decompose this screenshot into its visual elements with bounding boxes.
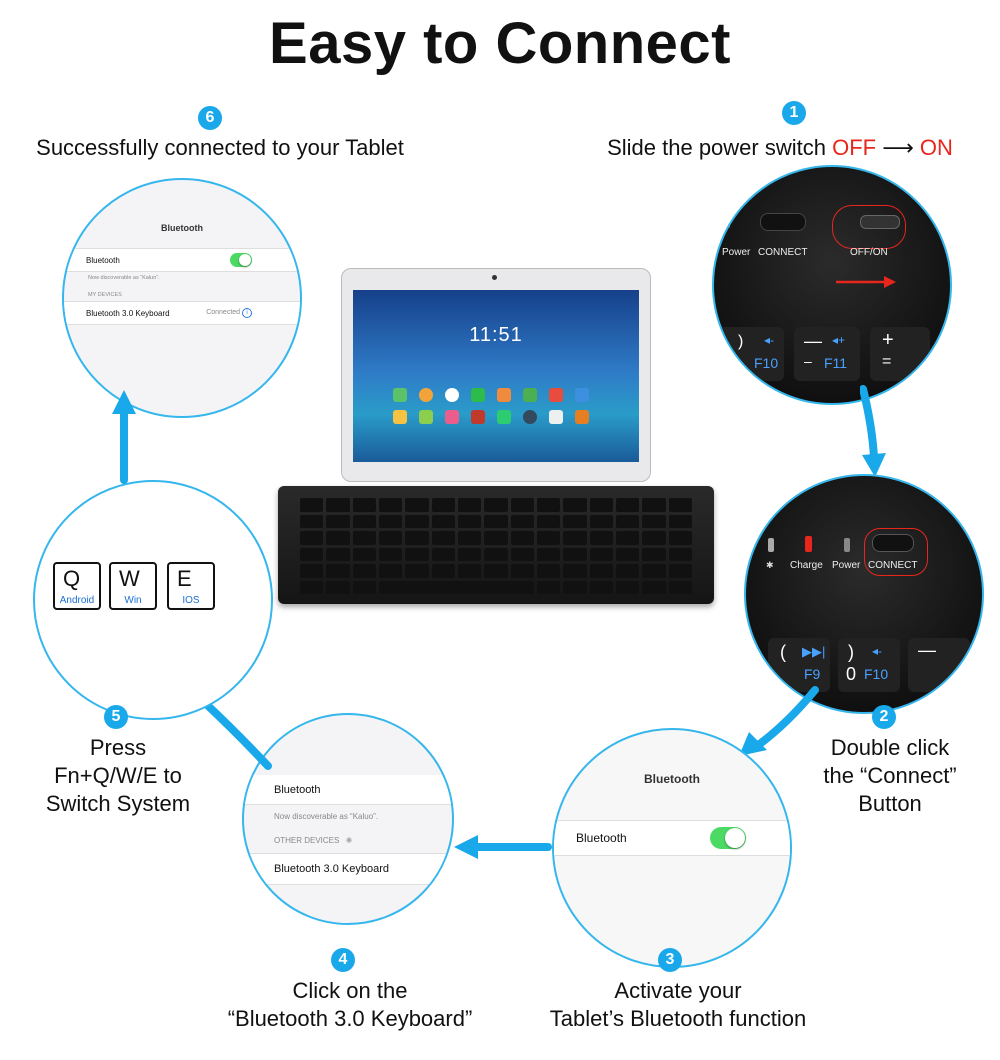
step-4-badge: 4 <box>331 948 355 972</box>
device-name: Bluetooth 3.0 Keyboard <box>86 308 170 318</box>
win-label: Win <box>124 595 142 606</box>
e-key-label: E <box>177 566 192 591</box>
bluetooth-label-3: Bluetooth <box>576 831 627 845</box>
step-1-badge: 1 <box>782 101 806 125</box>
bluetooth-label-4: Bluetooth <box>274 783 321 796</box>
step-2-line-1: Double click <box>830 735 950 760</box>
other-devices-header: OTHER DEVICES ✺ <box>274 836 352 845</box>
other-devices-label: OTHER DEVICES <box>274 836 340 845</box>
step-5-line-1: Press <box>89 735 147 760</box>
step-4-line-2: “Bluetooth 3.0 Keyboard” <box>227 1006 473 1031</box>
step-2-badge: 2 <box>872 705 896 729</box>
step-6-badge: 6 <box>198 106 222 130</box>
power-switch-circle: Power CONNECT OFF/ON ) ◂- , F10 — ◂+ – F… <box>712 165 952 405</box>
q-key: Q Android <box>53 562 101 610</box>
bluetooth-toggle-row-3[interactable]: Bluetooth <box>554 820 790 856</box>
e-key: E IOS <box>167 562 215 610</box>
discoverable-note-4: Now discoverable as “Kaluo”. <box>274 812 379 821</box>
step-5-badge: 5 <box>104 705 128 729</box>
f10-label-2: F10 <box>864 666 889 682</box>
step-2-line-2: the “Connect” <box>823 763 957 788</box>
info-icon[interactable]: i <box>242 308 252 318</box>
minus-key: — <box>908 638 970 692</box>
android-label: Android <box>59 595 95 606</box>
step-1-caption: Slide the power switch OFF ⟶ ON <box>580 134 980 162</box>
keyboard-device-name: Bluetooth 3.0 Keyboard <box>274 863 389 875</box>
step-4-line-1: Click on the <box>292 978 408 1003</box>
up-arrow-icon <box>112 390 136 484</box>
step-2-caption: Double click the “Connect” Button <box>790 734 990 818</box>
page-title: Easy to Connect <box>269 11 731 76</box>
bluetooth-header-3: Bluetooth <box>644 772 700 786</box>
system-switch-circle: Q Android W Win E IOS <box>33 480 273 720</box>
step-5-line-2: Fn+Q/W/E to <box>54 763 182 788</box>
step-3-line-1: Activate your <box>614 978 742 1003</box>
discoverable-note: Now discoverable as “Kaluo”. <box>88 275 160 281</box>
keyboard-device-row[interactable]: Bluetooth 3.0 Keyboard <box>244 853 452 885</box>
f11-key: — ◂+ – F11 <box>794 327 860 381</box>
connect-button-circle: ✱ Charge Power CONNECT ( ▶▶| F9 ) ◂- 0 F… <box>744 474 984 714</box>
step-2-line-3: Button <box>858 791 922 816</box>
app-grid <box>393 388 601 450</box>
plus-key: + = <box>870 327 930 381</box>
step-6-caption: Successfully connected to your Tablet <box>36 135 404 160</box>
on-label: ON <box>919 135 953 160</box>
step-3-caption: Activate your Tablet’s Bluetooth functio… <box>500 977 856 1033</box>
connect-label: CONNECT <box>758 247 808 258</box>
ios-label: IOS <box>182 595 200 606</box>
bluetooth-row-4[interactable]: Bluetooth <box>244 775 452 805</box>
f10-key: ) ◂- , F10 <box>718 327 784 381</box>
connect-label-2: CONNECT <box>868 560 918 571</box>
camera-icon <box>492 275 497 280</box>
power-label: Power <box>722 247 751 258</box>
step-3-line-2: Tablet’s Bluetooth function <box>549 1006 807 1031</box>
bluetooth-enable-circle: Bluetooth Bluetooth <box>552 728 792 968</box>
f9-label: F9 <box>804 666 821 682</box>
step-1-text: Slide the power switch <box>607 135 826 160</box>
bluetooth-label: Bluetooth <box>86 255 120 265</box>
diagonal-arrow-icon <box>739 686 819 756</box>
f10-key-2: ) ◂- 0 F10 <box>838 638 900 692</box>
select-keyboard-circle: Bluetooth Now discoverable as “Kaluo”. O… <box>242 713 454 925</box>
off-label: OFF <box>832 135 877 160</box>
power-label-2: Power <box>832 560 861 571</box>
q-key-label: Q <box>63 566 81 591</box>
f9-key: ( ▶▶| F9 <box>768 638 830 692</box>
zero-label: 0 <box>846 664 857 684</box>
f11-label: F11 <box>824 355 848 371</box>
w-key-label: W <box>119 566 140 591</box>
f10-label: F10 <box>754 355 779 371</box>
connected-status: Connected <box>206 309 241 316</box>
right-arrow-icon: ⟶ <box>882 135 914 160</box>
loading-spinner-icon: ✺ <box>345 836 353 845</box>
slide-arrow-icon <box>836 276 896 288</box>
step-5-caption: Press Fn+Q/W/E to Switch System <box>18 734 218 818</box>
tablet-clock: 11:51 <box>469 324 523 346</box>
tablet-screen: 11:51 <box>353 290 639 462</box>
w-key: W Win <box>109 562 157 610</box>
bluetooth-toggle[interactable] <box>230 253 252 267</box>
tablet-device: 11:51 <box>341 268 651 482</box>
bluetooth-toggle-3[interactable] <box>710 827 746 849</box>
bluetooth-header: Bluetooth <box>161 223 203 233</box>
down-arrow-icon <box>860 385 886 477</box>
my-devices-header: MY DEVICES <box>88 292 122 298</box>
step-4-caption: Click on the “Bluetooth 3.0 Keyboard” <box>190 977 510 1033</box>
off-on-label: OFF/ON <box>850 247 888 258</box>
step-3-badge: 3 <box>658 948 682 972</box>
connected-screen-circle: Bluetooth Bluetooth Now discoverable as … <box>62 178 302 418</box>
step-5-line-3: Switch System <box>45 791 191 816</box>
bluetooth-keyboard <box>278 486 714 604</box>
charge-label: Charge <box>790 560 823 571</box>
bluetooth-toggle-row[interactable]: Bluetooth <box>64 248 300 272</box>
left-arrow-icon <box>454 835 552 859</box>
paired-device-row[interactable]: Bluetooth 3.0 Keyboard Connected i <box>64 301 300 325</box>
